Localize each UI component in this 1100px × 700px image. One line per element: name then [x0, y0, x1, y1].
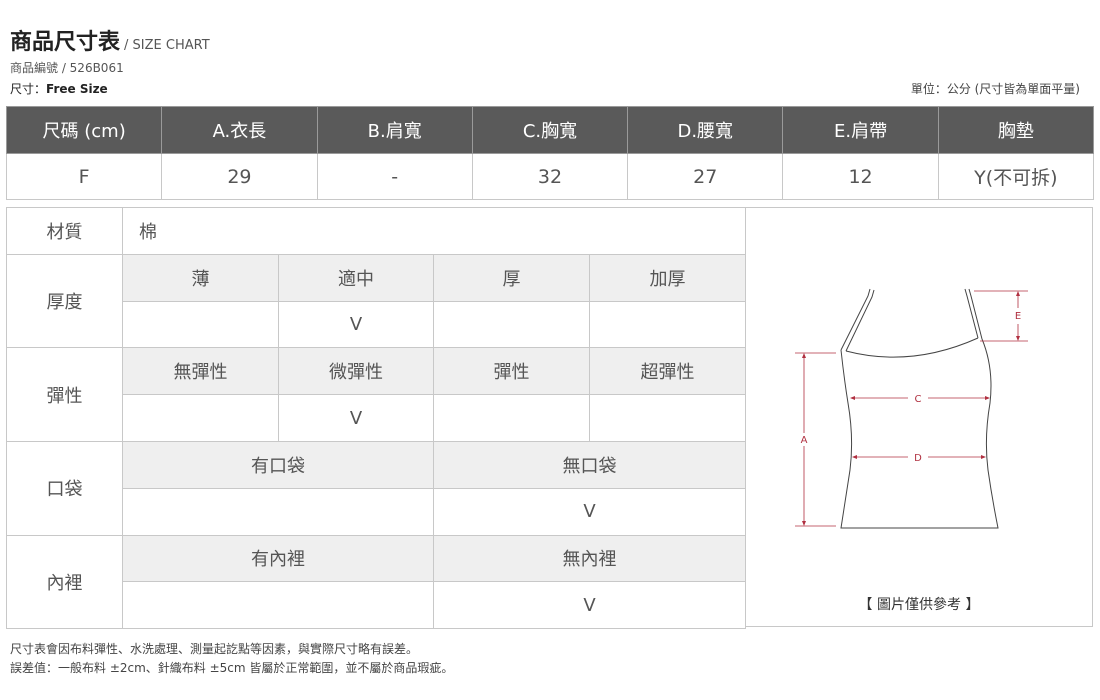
lining-options-row: 內裡 有內裡 無內裡 — [6, 534, 746, 630]
page-title: 商品尺寸表/ SIZE CHART — [10, 24, 210, 56]
elasticity-options-row: 彈性 無彈性 微彈性 彈性 超彈性 — [6, 347, 746, 442]
elasticity-option: 微彈性 — [278, 347, 434, 396]
elasticity-option: 無彈性 — [122, 347, 279, 396]
material-value: 棉 — [122, 207, 746, 255]
elasticity-marks-row: V — [7, 394, 746, 442]
size-table: 尺碼 (cm) A.衣長 B.肩寬 C.胸寬 D.腰寬 E.肩帶 胸墊 F 29… — [5, 106, 1095, 200]
camisole-illustration: A C D E — [795, 288, 1028, 529]
elasticity-mark — [122, 394, 279, 442]
pocket-mark — [122, 487, 434, 536]
thickness-label: 厚度 — [6, 253, 123, 349]
measure-a: A — [795, 352, 836, 527]
label-e: E — [1015, 311, 1021, 322]
thickness-option: 加厚 — [589, 253, 746, 302]
pocket-mark: V — [433, 487, 746, 536]
header-cell: B.肩寬 — [316, 106, 473, 154]
unit-note: 單位：公分 (尺寸皆為單面平量) — [910, 82, 1080, 96]
title-text: 商品尺寸表 — [10, 30, 121, 55]
label-d: D — [914, 453, 922, 464]
elasticity-option: 超彈性 — [589, 347, 746, 396]
size-value: Free Size — [46, 82, 108, 96]
title-subtitle: / SIZE CHART — [124, 38, 210, 53]
table-cell: 29 — [161, 153, 318, 200]
label-a: A — [801, 435, 808, 446]
garment-diagram: A C D E 【 圖片僅供參考 】 — [745, 207, 1093, 627]
header-cell: D.腰寬 — [627, 106, 784, 154]
detail-table: 材質 棉 厚度 薄 適中 厚 加厚 V 彈性 無彈性 微彈性 彈性 超彈性 V … — [6, 207, 746, 630]
thickness-option: 薄 — [122, 253, 279, 302]
header-cell: 胸墊 — [937, 106, 1095, 154]
thickness-mark — [589, 300, 746, 349]
header-cell: 尺碼 (cm) — [5, 106, 163, 154]
table-row: F 29 - 32 27 12 Y(不可拆) — [5, 153, 1095, 200]
thickness-mark: V — [278, 300, 434, 349]
size-label: 尺寸： — [10, 82, 47, 96]
label-c: C — [915, 394, 922, 405]
lining-marks-row: V — [7, 581, 746, 630]
table-cell: 27 — [627, 153, 784, 200]
elasticity-mark — [589, 394, 746, 442]
lining-option: 有內裡 — [122, 534, 434, 583]
thickness-mark — [433, 300, 590, 349]
footnote: 尺寸表會因布料彈性、水洗處理、測量起訖點等因素，與實際尺寸略有誤差。 — [10, 642, 419, 656]
header-cell: E.肩帶 — [782, 106, 939, 154]
lining-mark: V — [433, 581, 746, 630]
elasticity-mark — [433, 394, 590, 442]
product-number: 商品編號 / 526B061 — [10, 61, 124, 75]
image-reference-note: 【 圖片僅供參考 】 — [858, 597, 980, 613]
camisole-outline — [840, 288, 999, 529]
header-cell: C.胸寬 — [471, 106, 629, 154]
material-row: 材質 棉 — [6, 207, 746, 255]
elasticity-label: 彈性 — [6, 347, 123, 442]
pocket-option: 有口袋 — [122, 440, 434, 489]
lining-mark — [122, 581, 434, 630]
elasticity-mark: V — [278, 394, 434, 442]
measure-e: E — [974, 290, 1028, 342]
measure-d: D — [852, 453, 986, 464]
table-cell: - — [316, 153, 473, 200]
measure-c: C — [850, 394, 990, 405]
size-table-header: 尺碼 (cm) A.衣長 B.肩寬 C.胸寬 D.腰寬 E.肩帶 胸墊 — [5, 106, 1095, 154]
material-label: 材質 — [6, 207, 123, 255]
thickness-options-row: 厚度 薄 適中 厚 加厚 — [6, 253, 746, 349]
lining-label: 內裡 — [6, 534, 123, 630]
header-cell: A.衣長 — [161, 106, 318, 154]
pocket-options-row: 口袋 有口袋 無口袋 — [6, 440, 746, 536]
table-cell: F — [5, 153, 163, 200]
table-cell: Y(不可拆) — [937, 153, 1095, 200]
elasticity-option: 彈性 — [433, 347, 590, 396]
footnote: 誤差值：一般布料 ±2cm、針織布料 ±5cm 皆屬於正常範圍，並不屬於商品瑕疵… — [10, 661, 454, 675]
thickness-option: 適中 — [278, 253, 434, 302]
table-cell: 32 — [471, 153, 629, 200]
table-cell: 12 — [782, 153, 939, 200]
size-info: 尺寸：Free Size — [10, 80, 108, 97]
thickness-mark — [122, 300, 279, 349]
pocket-option: 無口袋 — [433, 440, 746, 489]
pocket-label: 口袋 — [6, 440, 123, 536]
lining-option: 無內裡 — [433, 534, 746, 583]
thickness-option: 厚 — [433, 253, 590, 302]
